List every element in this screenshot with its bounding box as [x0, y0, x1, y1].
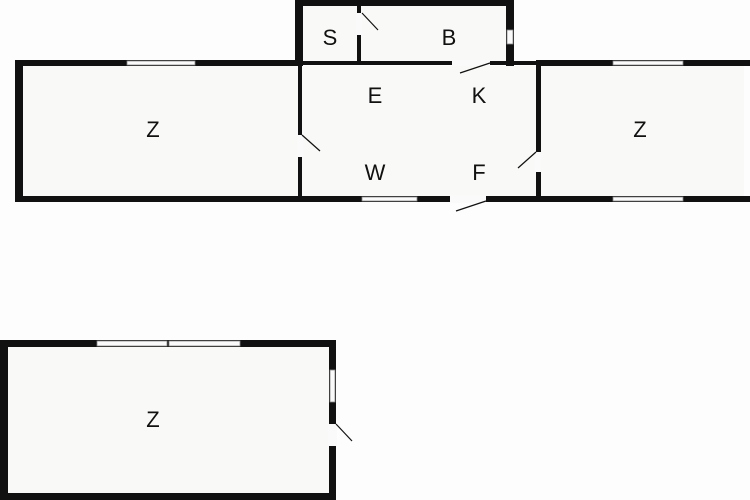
window: [506, 29, 514, 45]
door-swing: [459, 62, 491, 74]
center-floor: [302, 66, 536, 196]
room-label-left: Z: [146, 117, 159, 142]
top-block-floor: [302, 6, 508, 64]
window: [612, 60, 684, 66]
doors: [297, 12, 541, 446]
window: [361, 196, 418, 202]
door-opening: [450, 195, 486, 203]
bottom-room-floor: [8, 347, 330, 493]
windows: [96, 29, 684, 403]
room-label-b: B: [442, 25, 457, 50]
door-opening: [535, 152, 541, 172]
window: [168, 340, 241, 347]
room-label-e: E: [368, 83, 383, 108]
window: [126, 60, 196, 66]
right-room-floor: [540, 66, 744, 196]
left-room-floor: [22, 66, 300, 196]
door-swing: [361, 12, 379, 31]
door-swing: [455, 200, 487, 212]
room-label-right: Z: [633, 117, 646, 142]
door-swing: [517, 151, 537, 169]
door-opening: [297, 135, 303, 157]
door-swing: [335, 423, 353, 442]
door-opening: [356, 13, 362, 35]
room-label-w: W: [365, 160, 386, 185]
window: [96, 340, 168, 347]
door-opening: [452, 60, 490, 66]
window: [329, 369, 336, 403]
door-swing: [301, 134, 321, 152]
room-label-bottom: Z: [146, 407, 159, 432]
door-opening: [328, 424, 337, 446]
room-label-f: F: [472, 160, 485, 185]
window: [612, 196, 684, 202]
room-label-s: S: [323, 25, 338, 50]
room-labels: Z Z Z S B E K W F: [146, 25, 646, 432]
room-label-k: K: [472, 83, 487, 108]
